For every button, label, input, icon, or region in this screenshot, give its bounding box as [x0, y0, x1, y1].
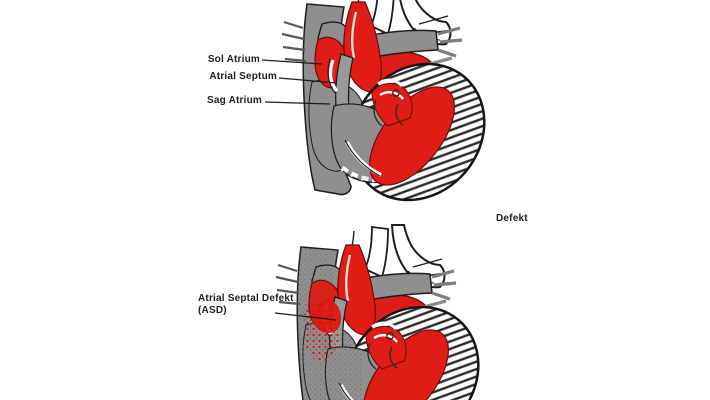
vein-stubs-left — [281, 20, 307, 63]
valve-arc-1 — [377, 78, 404, 88]
rpa-branch-stubs — [437, 26, 463, 58]
tricuspid-white — [345, 141, 382, 177]
label-left-atrium: Sol Atrium — [207, 54, 260, 65]
leader-atrial-septum — [278, 77, 338, 84]
label-atrial-septum: Atrial Septum — [209, 71, 277, 82]
heart-with-asd — [276, 225, 506, 400]
label-right-atrium: Sag Atrium — [207, 95, 262, 106]
leader-lines — [261, 59, 338, 321]
leader-asd — [274, 312, 337, 321]
tricuspid-edge — [344, 139, 381, 177]
chordae-2 — [395, 103, 404, 126]
label-asd: Atrial Septal Defekt (ASD) — [198, 293, 294, 317]
septum-crescent-edge — [327, 57, 337, 95]
septum-crescent — [329, 59, 339, 93]
leader-sol-atrium — [261, 59, 323, 65]
chordae-1 — [373, 99, 383, 127]
leader-sag-atrium — [264, 101, 331, 105]
trunk-highlight — [351, 11, 358, 59]
label-asd-line2: (ASD) — [198, 305, 227, 316]
label-asd-line1: Atrial Septal Defekt — [198, 293, 294, 304]
heart-cross-section — [281, 0, 486, 202]
label-defekt: Defekt — [496, 213, 528, 224]
valve-ring — [392, 89, 400, 97]
